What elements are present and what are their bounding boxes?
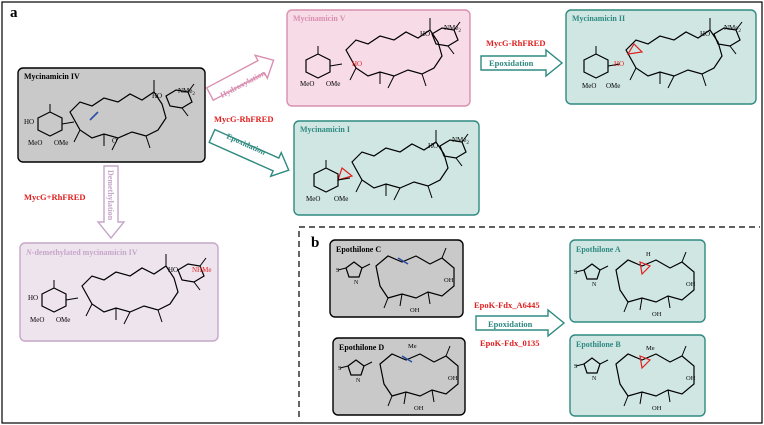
atom-ho: HO [428, 142, 438, 150]
n-demethylated-label: N-demethylated mycinamicin IV [25, 248, 138, 257]
epothilone-c-label: Epothilone C [336, 245, 381, 254]
atom-nme2: NMe2 [444, 24, 461, 34]
blue-double-bond [397, 257, 409, 265]
enzyme-mycg-rhfred-2: MycG-RhFRED [486, 38, 546, 48]
epoxidation-arrow-right: MycG-RhFRED Epoxidation [480, 38, 564, 78]
atom-me: Me [408, 343, 417, 350]
epothilone-c-box: Epothilone C S N OH OH [329, 239, 464, 318]
atom-n: N [592, 376, 597, 382]
epoxidation-label-2: Epoxidation [489, 58, 534, 68]
atom-me: Me [646, 345, 655, 352]
atom-meo: MeO [306, 195, 320, 203]
mycinamicin-iv-label: Mycinamicin IV [24, 72, 80, 81]
atom-nme2: NMe2 [452, 136, 469, 146]
mycinamicin-ii-box: Mycinamicin II HO MeO OMe HO NMe2 [565, 9, 757, 105]
atom-ho: HO [24, 118, 34, 126]
atom-ome: OMe [334, 195, 348, 203]
epoxide-red [626, 43, 644, 55]
atom-ho: HO [152, 92, 162, 100]
atom-meo: MeO [582, 82, 596, 90]
mycinamicin-iv-box: Mycinamicin IV HO MeO OMe O HO NMe2 [17, 67, 206, 163]
blue-double-bond [401, 355, 413, 363]
enzyme-epok-a6445: EpoK-Fdx_A6445 [474, 300, 540, 310]
atom-nme2: NMe2 [724, 24, 741, 34]
atom-h: H [646, 251, 651, 258]
atom-oh: OH [414, 405, 424, 412]
panel-b-divider [298, 226, 760, 417]
epothilone-b-label: Epothilone B [576, 340, 621, 349]
n-demethylated-box: N-demethylated mycinamicin IV HO MeO OMe… [19, 242, 219, 342]
atom-ho-red: HO [352, 60, 362, 68]
panel-a-label: a [10, 5, 18, 21]
atom-ome: OMe [56, 316, 70, 324]
atom-oh: OH [448, 375, 458, 382]
epoxide-red [337, 166, 354, 181]
epok-epoxidation-arrow: EpoK-Fdx_A6445 Epoxidation EpoK-Fdx_0135 [474, 300, 566, 348]
atom-oh: OH [652, 311, 662, 318]
atom-oh: OH [652, 405, 662, 412]
epothilone-b-box: Epothilone B Me S N OH OH [569, 334, 706, 417]
epothilone-a-label: Epothilone A [576, 245, 621, 254]
atom-meo: MeO [30, 316, 44, 324]
demethylation-arrow: Demethylation [96, 165, 126, 240]
mycinamicin-v-box: Mycinamicin V HO MeO OMe HO NMe2 [286, 9, 471, 107]
atom-ho-red: HO [614, 60, 624, 68]
atom-s: S [574, 270, 577, 276]
atom-ho: HO [420, 30, 430, 38]
atom-ho: HO [168, 266, 178, 274]
atom-n: N [592, 282, 597, 288]
enzyme-mycg-plus: MycG+RhFRED [24, 192, 86, 202]
epothilone-d-box: Epothilone D Me S N OH OH [332, 337, 466, 416]
epothilone-d-label: Epothilone D [339, 343, 384, 352]
mycinamicin-v-label: Mycinamicin V [293, 14, 346, 23]
atom-ho: HO [28, 294, 38, 302]
demethylation-label: Demethylation [106, 170, 115, 221]
atom-ome: OMe [606, 82, 620, 90]
panel-b-label: b [311, 235, 319, 251]
enzyme-mycg-rhfred: MycG-RhFRED [214, 114, 274, 124]
epoxide-red [639, 261, 652, 276]
epoxide-red [639, 355, 652, 370]
atom-oh: OH [686, 281, 696, 288]
atom-oh: OH [410, 307, 420, 314]
mycinamicin-i-box: Mycinamicin I MeO OMe HO NMe2 [293, 120, 480, 216]
mycinamicin-i-label: Mycinamicin I [300, 125, 350, 134]
atom-s: S [336, 268, 339, 274]
atom-n: N [354, 280, 359, 286]
atom-s: S [338, 366, 341, 372]
mycinamicin-ii-label: Mycinamicin II [572, 14, 625, 23]
enzyme-epok-0135: EpoK-Fdx_0135 [480, 338, 540, 348]
epok-epoxidation-label: Epoxidation [488, 319, 533, 329]
atom-oh: OH [444, 277, 454, 284]
atom-oh: OH [686, 375, 696, 382]
atom-s: S [574, 364, 577, 370]
atom-nhme-red: NHMe [192, 266, 211, 274]
atom-o: O [112, 137, 117, 145]
blue-double-bond [89, 111, 99, 121]
atom-n: N [356, 378, 361, 384]
atom-ome: OMe [326, 80, 340, 88]
atom-meo: MeO [28, 139, 42, 147]
atom-nme2: NMe2 [178, 87, 195, 97]
atom-ome: OMe [54, 139, 68, 147]
atom-meo: MeO [300, 80, 314, 88]
atom-ho: HO [700, 30, 710, 38]
epothilone-a-box: Epothilone A H S N OH OH [569, 239, 706, 323]
